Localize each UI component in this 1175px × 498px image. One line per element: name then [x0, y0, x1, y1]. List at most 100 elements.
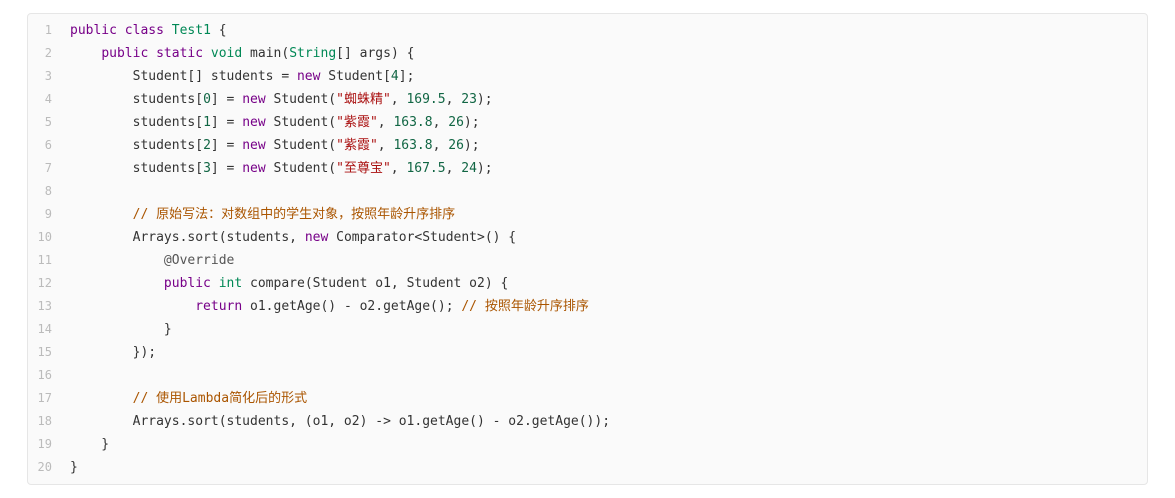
code-line: }: [70, 456, 1147, 479]
code-line-row: 12 public int compare(Student o1, Studen…: [28, 272, 1147, 295]
code-line-row: 7 students[3] = new Student("至尊宝", 167.5…: [28, 157, 1147, 180]
code-token: students[: [70, 115, 204, 130]
code-line: students[2] = new Student("紫霞", 163.8, 2…: [70, 134, 1147, 157]
code-line-row: 19 }: [28, 433, 1147, 456]
code-token: String: [289, 46, 337, 61]
code-token: Student(: [265, 115, 337, 130]
code-token: [] args) {: [336, 46, 415, 61]
code-token: new: [242, 115, 266, 130]
code-token: 3: [203, 161, 211, 176]
code-token: 2: [203, 138, 211, 153]
code-token: ,: [445, 92, 462, 107]
code-token: [70, 276, 164, 291]
code-line-row: 2 public static void main(String[] args)…: [28, 42, 1147, 65]
code-token: Test1: [171, 23, 211, 38]
code-token: public: [163, 276, 211, 291]
code-token: 26: [448, 138, 464, 153]
code-token: );: [463, 138, 480, 153]
code-token: );: [463, 115, 480, 130]
code-token: "紫霞": [336, 115, 378, 130]
code-token: ] =: [210, 115, 243, 130]
line-number: 16: [37, 368, 52, 382]
code-line: students[0] = new Student("蜘蛛精", 169.5, …: [70, 88, 1147, 111]
code-token: [203, 46, 211, 61]
code-line-row: 15 });: [28, 341, 1147, 364]
code-line: [70, 180, 1147, 203]
code-token: students[: [70, 92, 204, 107]
code-line: @Override: [70, 249, 1147, 272]
line-number: 10: [37, 230, 52, 244]
line-number: 17: [37, 391, 52, 405]
code-token: );: [476, 161, 493, 176]
code-line-row: 3 Student[] students = new Student[4];: [28, 65, 1147, 88]
code-token: new: [304, 230, 329, 245]
code-token: void: [210, 46, 243, 61]
code-token: [70, 207, 133, 222]
code-token: ,: [432, 115, 449, 130]
line-number: 8: [44, 184, 52, 198]
code-token: students[: [70, 138, 204, 153]
code-token: "至尊宝": [336, 161, 391, 176]
code-line-row: 9 // 原始写法：对数组中的学生对象，按照年龄升序排序: [28, 203, 1147, 226]
line-number: 3: [44, 69, 52, 83]
code-line-row: 8: [28, 180, 1147, 203]
code-line-row: 17 // 使用Lambda简化后的形式: [28, 387, 1147, 410]
code-token: 1: [203, 115, 211, 130]
code-token: ] =: [210, 92, 243, 107]
code-token: Student(: [265, 138, 337, 153]
code-token: 169.5: [406, 92, 446, 107]
code-token: 26: [448, 115, 464, 130]
code-token: ,: [377, 115, 394, 130]
code-token: ,: [432, 138, 449, 153]
code-token: ,: [445, 161, 462, 176]
line-number: 14: [37, 322, 52, 336]
code-token: 23: [461, 92, 477, 107]
code-token: int: [218, 276, 243, 291]
code-token: new: [242, 138, 266, 153]
code-token: new: [242, 92, 266, 107]
code-line: }: [70, 433, 1147, 456]
code-line-row: 11 @Override: [28, 249, 1147, 272]
code-token: [211, 276, 219, 291]
code-line-row: 6 students[2] = new Student("紫霞", 163.8,…: [28, 134, 1147, 157]
code-token: [70, 46, 101, 61]
code-token: [70, 253, 164, 268]
code-token: "紫霞": [336, 138, 378, 153]
code-token: });: [70, 345, 157, 360]
code-token: public: [70, 23, 117, 38]
code-token: Student(: [265, 92, 337, 107]
code-token: public: [101, 46, 149, 61]
code-token: o1.getAge() - o2.getAge();: [242, 299, 462, 314]
code-token: 0: [203, 92, 211, 107]
code-token: ,: [390, 92, 407, 107]
code-token: 4: [390, 69, 399, 84]
code-token: // 按照年龄升序排序: [461, 299, 589, 314]
line-number: 13: [37, 299, 52, 313]
line-number: 19: [37, 437, 52, 451]
code-line-row: 18 Arrays.sort(students, (o1, o2) -> o1.…: [28, 410, 1147, 433]
code-token: students[: [70, 161, 204, 176]
code-line: });: [70, 341, 1147, 364]
code-line: students[3] = new Student("至尊宝", 167.5, …: [70, 157, 1147, 180]
code-token: [117, 23, 125, 38]
code-token: Comparator<Student>() {: [328, 230, 517, 245]
code-token: main(: [242, 46, 290, 61]
code-token: 163.8: [393, 115, 433, 130]
code-token: new: [242, 161, 266, 176]
code-token: [164, 23, 172, 38]
code-line: return o1.getAge() - o2.getAge(); // 按照年…: [70, 295, 1147, 318]
code-token: Student[] students =: [70, 69, 297, 84]
code-token: 24: [461, 161, 477, 176]
code-line-row: 10 Arrays.sort(students, new Comparator<…: [28, 226, 1147, 249]
line-number: 6: [44, 138, 52, 152]
code-token: class: [124, 23, 164, 38]
code-token: // 原始写法：对数组中的学生对象，按照年龄升序排序: [132, 207, 456, 222]
code-line-row: 4 students[0] = new Student("蜘蛛精", 169.5…: [28, 88, 1147, 111]
code-token: );: [476, 92, 493, 107]
code-token: ] =: [210, 138, 243, 153]
line-number: 18: [37, 414, 52, 428]
code-line: }: [70, 318, 1147, 341]
code-token: Arrays.sort(students, (o1, o2) -> o1.get…: [70, 414, 611, 429]
code-token: [70, 391, 133, 406]
